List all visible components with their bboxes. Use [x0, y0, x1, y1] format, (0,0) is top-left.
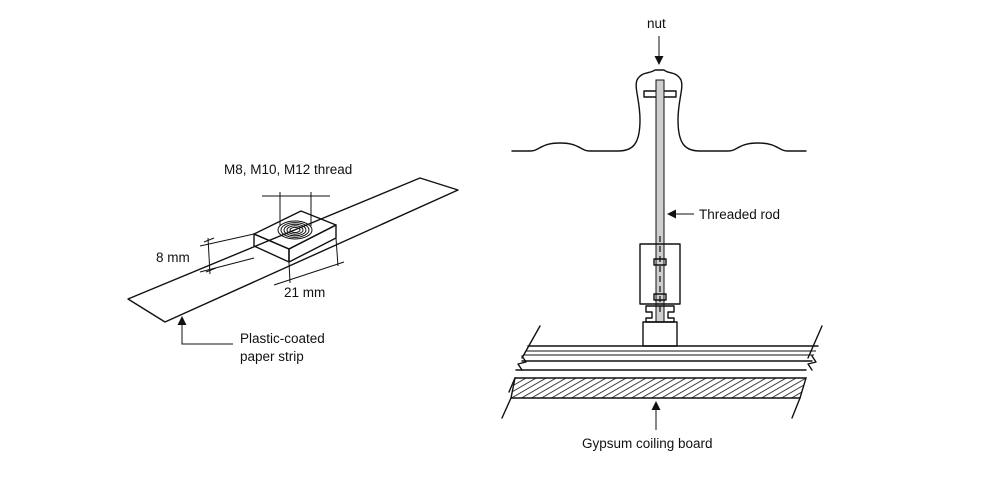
- strip-label-line2: paper strip: [240, 349, 304, 364]
- strip-label-line1: Plastic-coated: [240, 331, 325, 346]
- nut-label: nut: [647, 16, 666, 31]
- ceiling-section: [515, 325, 823, 371]
- hanger-coupler: [639, 236, 681, 347]
- width-label: 21 mm: [284, 285, 325, 300]
- height-dimension: [199, 233, 255, 275]
- thread-label: M8, M10, M12 thread: [224, 162, 352, 177]
- strip-arrow: [177, 316, 233, 345]
- thread-hole: [277, 220, 313, 240]
- width-dimension: [273, 237, 345, 286]
- paper-strip: [127, 177, 459, 323]
- board-label: Gypsum coiling board: [582, 436, 713, 451]
- rod-label: Threaded rod: [699, 207, 780, 222]
- thread-dimension: [262, 192, 330, 226]
- gypsum-board: [501, 377, 807, 419]
- threaded-rod: [655, 79, 665, 323]
- height-label: 8 mm: [156, 250, 190, 265]
